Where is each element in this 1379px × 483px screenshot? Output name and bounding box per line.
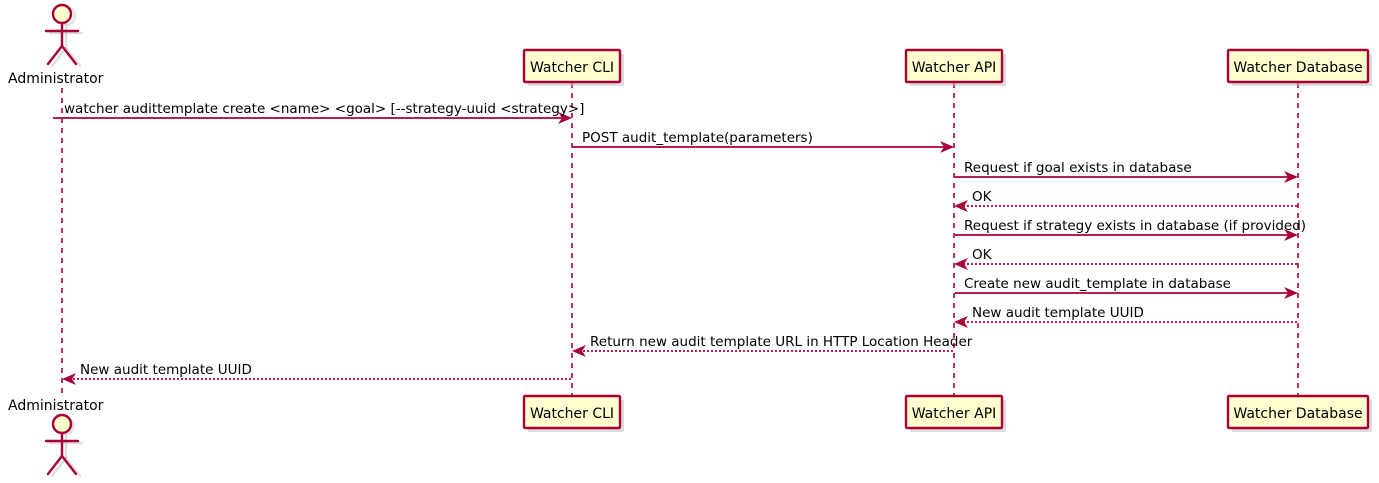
actor-head-icon-bottom — [51, 413, 73, 435]
message-6-arrowhead — [954, 258, 968, 270]
message-4-arrowhead — [954, 200, 968, 212]
message-7-label: Create new audit_template in database — [964, 276, 1231, 292]
actor-administrator-bottom[interactable]: Administrator — [8, 398, 104, 478]
message-3-label: Request if goal exists in database — [964, 160, 1192, 176]
message-9-label: Return new audit template URL in HTTP Lo… — [590, 334, 973, 350]
participant-box-watcher-database-top[interactable]: Watcher Database — [1226, 48, 1372, 86]
actor-leg-right-bottom — [60, 454, 78, 476]
message-3[interactable]: Request if goal exists in database — [955, 160, 1298, 183]
actor-head-icon-top — [51, 3, 73, 25]
message-2-label: POST audit_template(parameters) — [582, 130, 813, 146]
actor-leg-left-top — [46, 44, 64, 66]
participant-label-watcher-api-top: Watcher API — [912, 60, 997, 76]
message-5-label: Request if strategy exists in database (… — [964, 218, 1306, 234]
message-5[interactable]: Request if strategy exists in database (… — [955, 218, 1306, 241]
message-4[interactable]: OK — [954, 189, 1297, 212]
message-4-label: OK — [972, 189, 993, 205]
message-9[interactable]: Return new audit template URL in HTTP Lo… — [572, 334, 973, 357]
actor-label-administrator-top: Administrator — [8, 71, 104, 87]
message-10[interactable]: New audit template UUID — [62, 362, 571, 385]
message-8-arrowhead — [954, 316, 968, 328]
actor-administrator-top[interactable]: Administrator — [8, 3, 104, 87]
actor-leg-left-bottom — [46, 454, 64, 476]
lifelines-group — [61, 83, 1299, 396]
participant-box-watcher-api-bottom[interactable]: Watcher API — [904, 394, 1006, 432]
message-6-label: OK — [972, 247, 993, 263]
participant-box-watcher-database-bottom[interactable]: Watcher Database — [1226, 394, 1372, 432]
message-9-arrowhead — [572, 345, 586, 357]
participant-label-watcher-database-bottom: Watcher Database — [1233, 406, 1362, 422]
message-2[interactable]: POST audit_template(parameters) — [573, 130, 954, 153]
participant-label-watcher-cli-top: Watcher CLI — [530, 60, 614, 76]
participant-box-watcher-cli-top[interactable]: Watcher CLI — [522, 48, 624, 86]
message-8-label: New audit template UUID — [972, 305, 1144, 321]
message-1-arrowhead — [558, 112, 572, 124]
message-3-arrowhead — [1284, 171, 1298, 183]
participant-label-watcher-api-bottom: Watcher API — [912, 406, 997, 422]
message-10-label: New audit template UUID — [80, 362, 252, 378]
message-8[interactable]: New audit template UUID — [954, 305, 1297, 328]
participant-label-watcher-cli-bottom: Watcher CLI — [530, 406, 614, 422]
message-1[interactable]: watcher audittemplate create <name> <goa… — [53, 101, 584, 124]
actor-leg-right-top — [60, 44, 78, 66]
message-7-arrowhead — [1284, 287, 1298, 299]
participant-label-watcher-database-top: Watcher Database — [1233, 60, 1362, 76]
message-1-label: watcher audittemplate create <name> <goa… — [64, 101, 584, 117]
message-5-arrowhead — [1284, 229, 1298, 241]
actor-label-administrator-bottom: Administrator — [8, 398, 104, 414]
message-2-arrowhead — [940, 141, 954, 153]
message-10-arrowhead — [62, 373, 76, 385]
message-7[interactable]: Create new audit_template in database — [955, 276, 1298, 299]
message-6[interactable]: OK — [954, 247, 1297, 270]
participant-box-watcher-cli-bottom[interactable]: Watcher CLI — [522, 394, 624, 432]
participant-box-watcher-api-top[interactable]: Watcher API — [904, 48, 1006, 86]
